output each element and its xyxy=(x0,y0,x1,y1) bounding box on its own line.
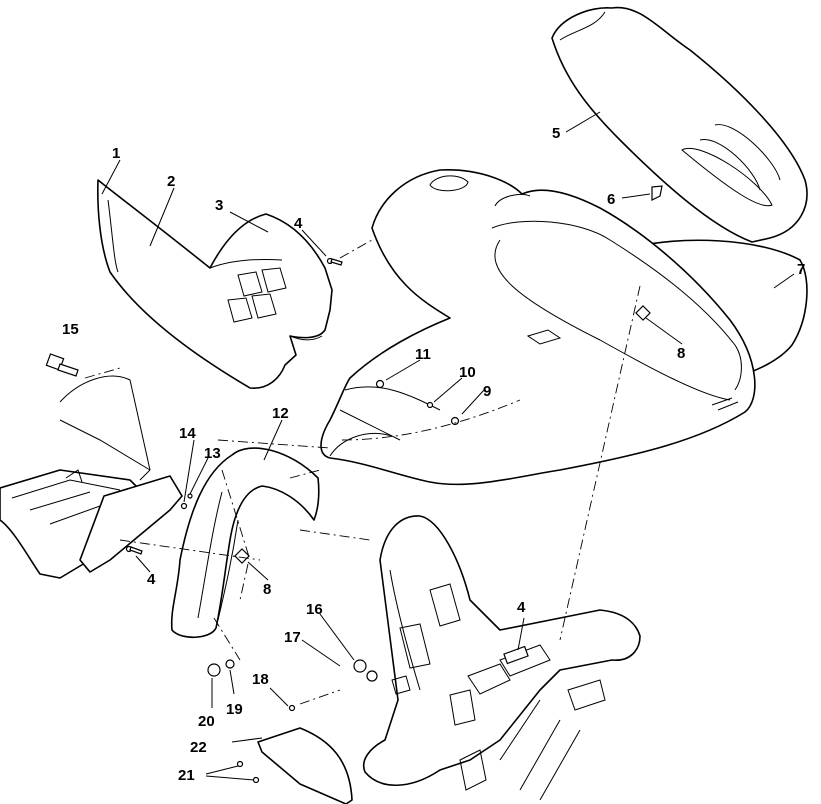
frame-part xyxy=(363,515,641,801)
callout-8: 8 xyxy=(263,581,271,598)
callout-14: 14 xyxy=(179,425,196,442)
callout-10: 10 xyxy=(459,364,476,381)
callout-13: 13 xyxy=(204,445,221,462)
callout-4: 4 xyxy=(147,571,156,588)
skid-guard-part xyxy=(257,727,353,804)
footwell-bracket-part xyxy=(79,475,183,573)
callout-4: 4 xyxy=(294,215,303,232)
callout-4: 4 xyxy=(517,599,526,616)
callout-9: 9 xyxy=(483,383,491,400)
callout-11: 11 xyxy=(415,346,431,363)
callout-17: 17 xyxy=(284,629,301,646)
callout-1: 1 xyxy=(112,145,120,162)
fender-flare-part xyxy=(170,447,320,639)
leader-lines xyxy=(101,111,795,781)
callout-19: 19 xyxy=(226,701,243,718)
side-panel-part xyxy=(97,179,333,389)
callout-7: 7 xyxy=(797,261,805,278)
callout-18: 18 xyxy=(252,671,269,688)
callout-15: 15 xyxy=(62,321,79,338)
callout-2: 2 xyxy=(167,173,175,190)
callout-6: 6 xyxy=(607,191,615,208)
seat-part xyxy=(551,6,808,243)
callout-8: 8 xyxy=(677,345,685,362)
callout-21: 21 xyxy=(178,767,195,784)
callout-12: 12 xyxy=(272,405,289,422)
callout-22: 22 xyxy=(190,739,207,756)
callout-5: 5 xyxy=(552,125,560,142)
callout-3: 3 xyxy=(215,197,223,214)
callout-20: 20 xyxy=(198,713,215,730)
assembly-lines xyxy=(84,239,641,705)
callout-16: 16 xyxy=(306,601,323,618)
callouts: 1 2 3 4 5 6 7 8 9 10 11 12 13 14 15 4 8 … xyxy=(62,125,805,784)
hardware xyxy=(45,185,663,784)
